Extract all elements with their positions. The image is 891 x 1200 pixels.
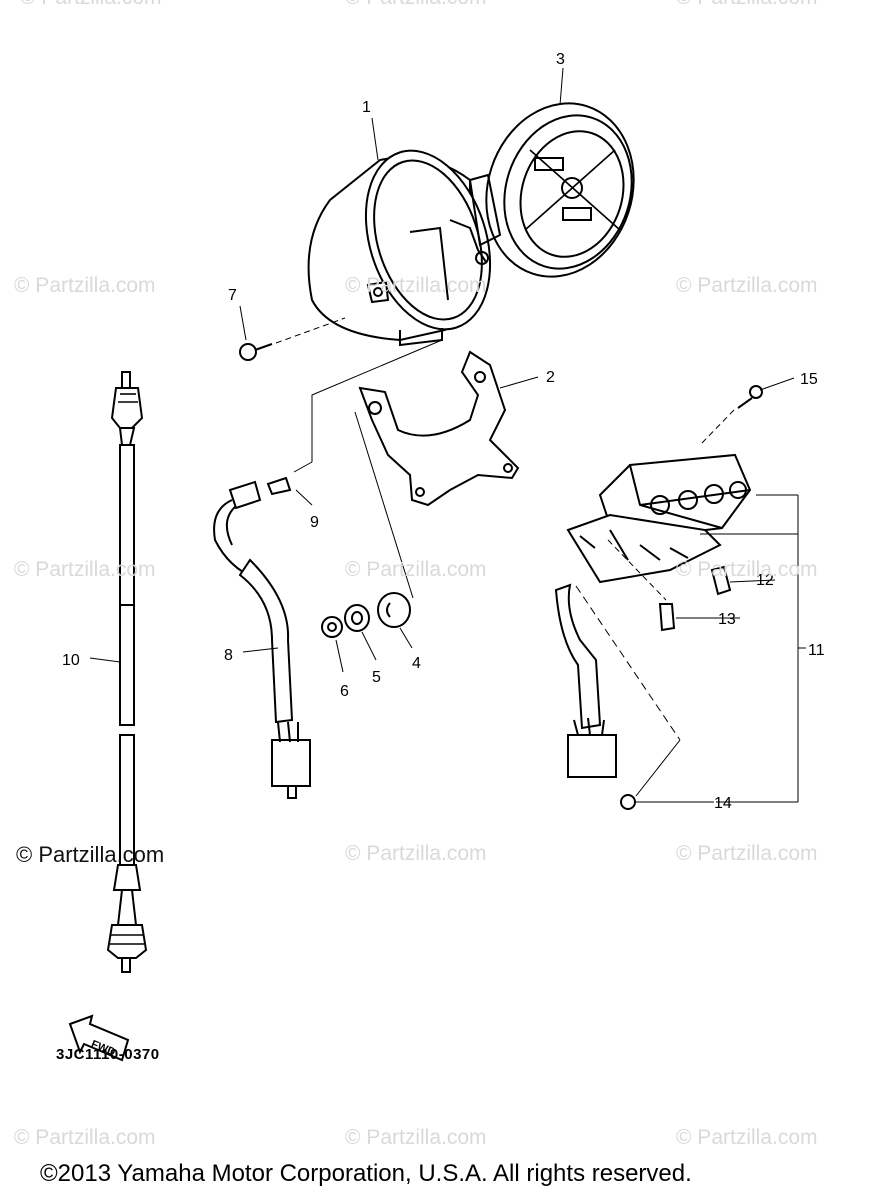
watermark: © Partzilla.com [14,558,156,581]
callout-12: 12 [756,572,774,589]
grommet-washer-nut [321,411,414,638]
watermark: © Partzilla.com [345,274,487,297]
meter-bracket [358,350,520,507]
watermark: © Partzilla.com [676,1126,818,1149]
callout-9: 9 [310,514,319,531]
callout-8: 8 [224,647,233,664]
screws-14-15 [575,385,763,810]
socket-cord [213,480,311,799]
diagram-reference-number: 3JC1110-0370 [56,1046,160,1063]
callout-4: 4 [412,655,421,672]
callout-14: 14 [714,795,732,812]
watermark: © Partzilla.com [676,842,818,865]
watermark: © Partzilla.com [345,842,487,865]
indicator-bulbs [607,539,732,632]
watermark: © Partzilla.com [20,0,162,10]
copyright-notice: ©2013 Yamaha Motor Corporation, U.S.A. A… [40,1160,692,1187]
watermark: © Partzilla.com [676,0,818,10]
watermark: © Partzilla.com [345,1126,487,1149]
callout-11: 11 [808,642,825,659]
watermark: © Partzilla.com [16,842,165,867]
speedometer-cable [106,371,148,973]
callout-1: 1 [362,99,371,116]
watermark: © Partzilla.com [676,274,818,297]
watermark: © Partzilla.com [345,0,487,10]
leader-lines [89,67,806,803]
callout-3: 3 [556,51,565,68]
callout-labels: 1 2 3 4 5 6 7 8 9 10 11 12 13 14 15 [62,51,825,812]
watermark: © Partzilla.com [676,558,818,581]
callout-10: 10 [62,652,80,669]
callout-13: 13 [718,611,736,628]
meter-bulb [266,339,443,496]
indicator-light-assembly [554,453,799,802]
watermark: © Partzilla.com [14,1126,156,1149]
screw-7 [239,317,346,361]
callout-15: 15 [800,371,818,388]
callout-7: 7 [228,287,237,304]
watermark: © Partzilla.com [14,274,156,297]
callout-6: 6 [340,683,349,700]
meter-assembly [449,102,635,278]
callout-2: 2 [546,369,555,386]
watermark: © Partzilla.com [345,558,487,581]
callout-5: 5 [372,669,381,686]
meter-case [307,149,492,347]
